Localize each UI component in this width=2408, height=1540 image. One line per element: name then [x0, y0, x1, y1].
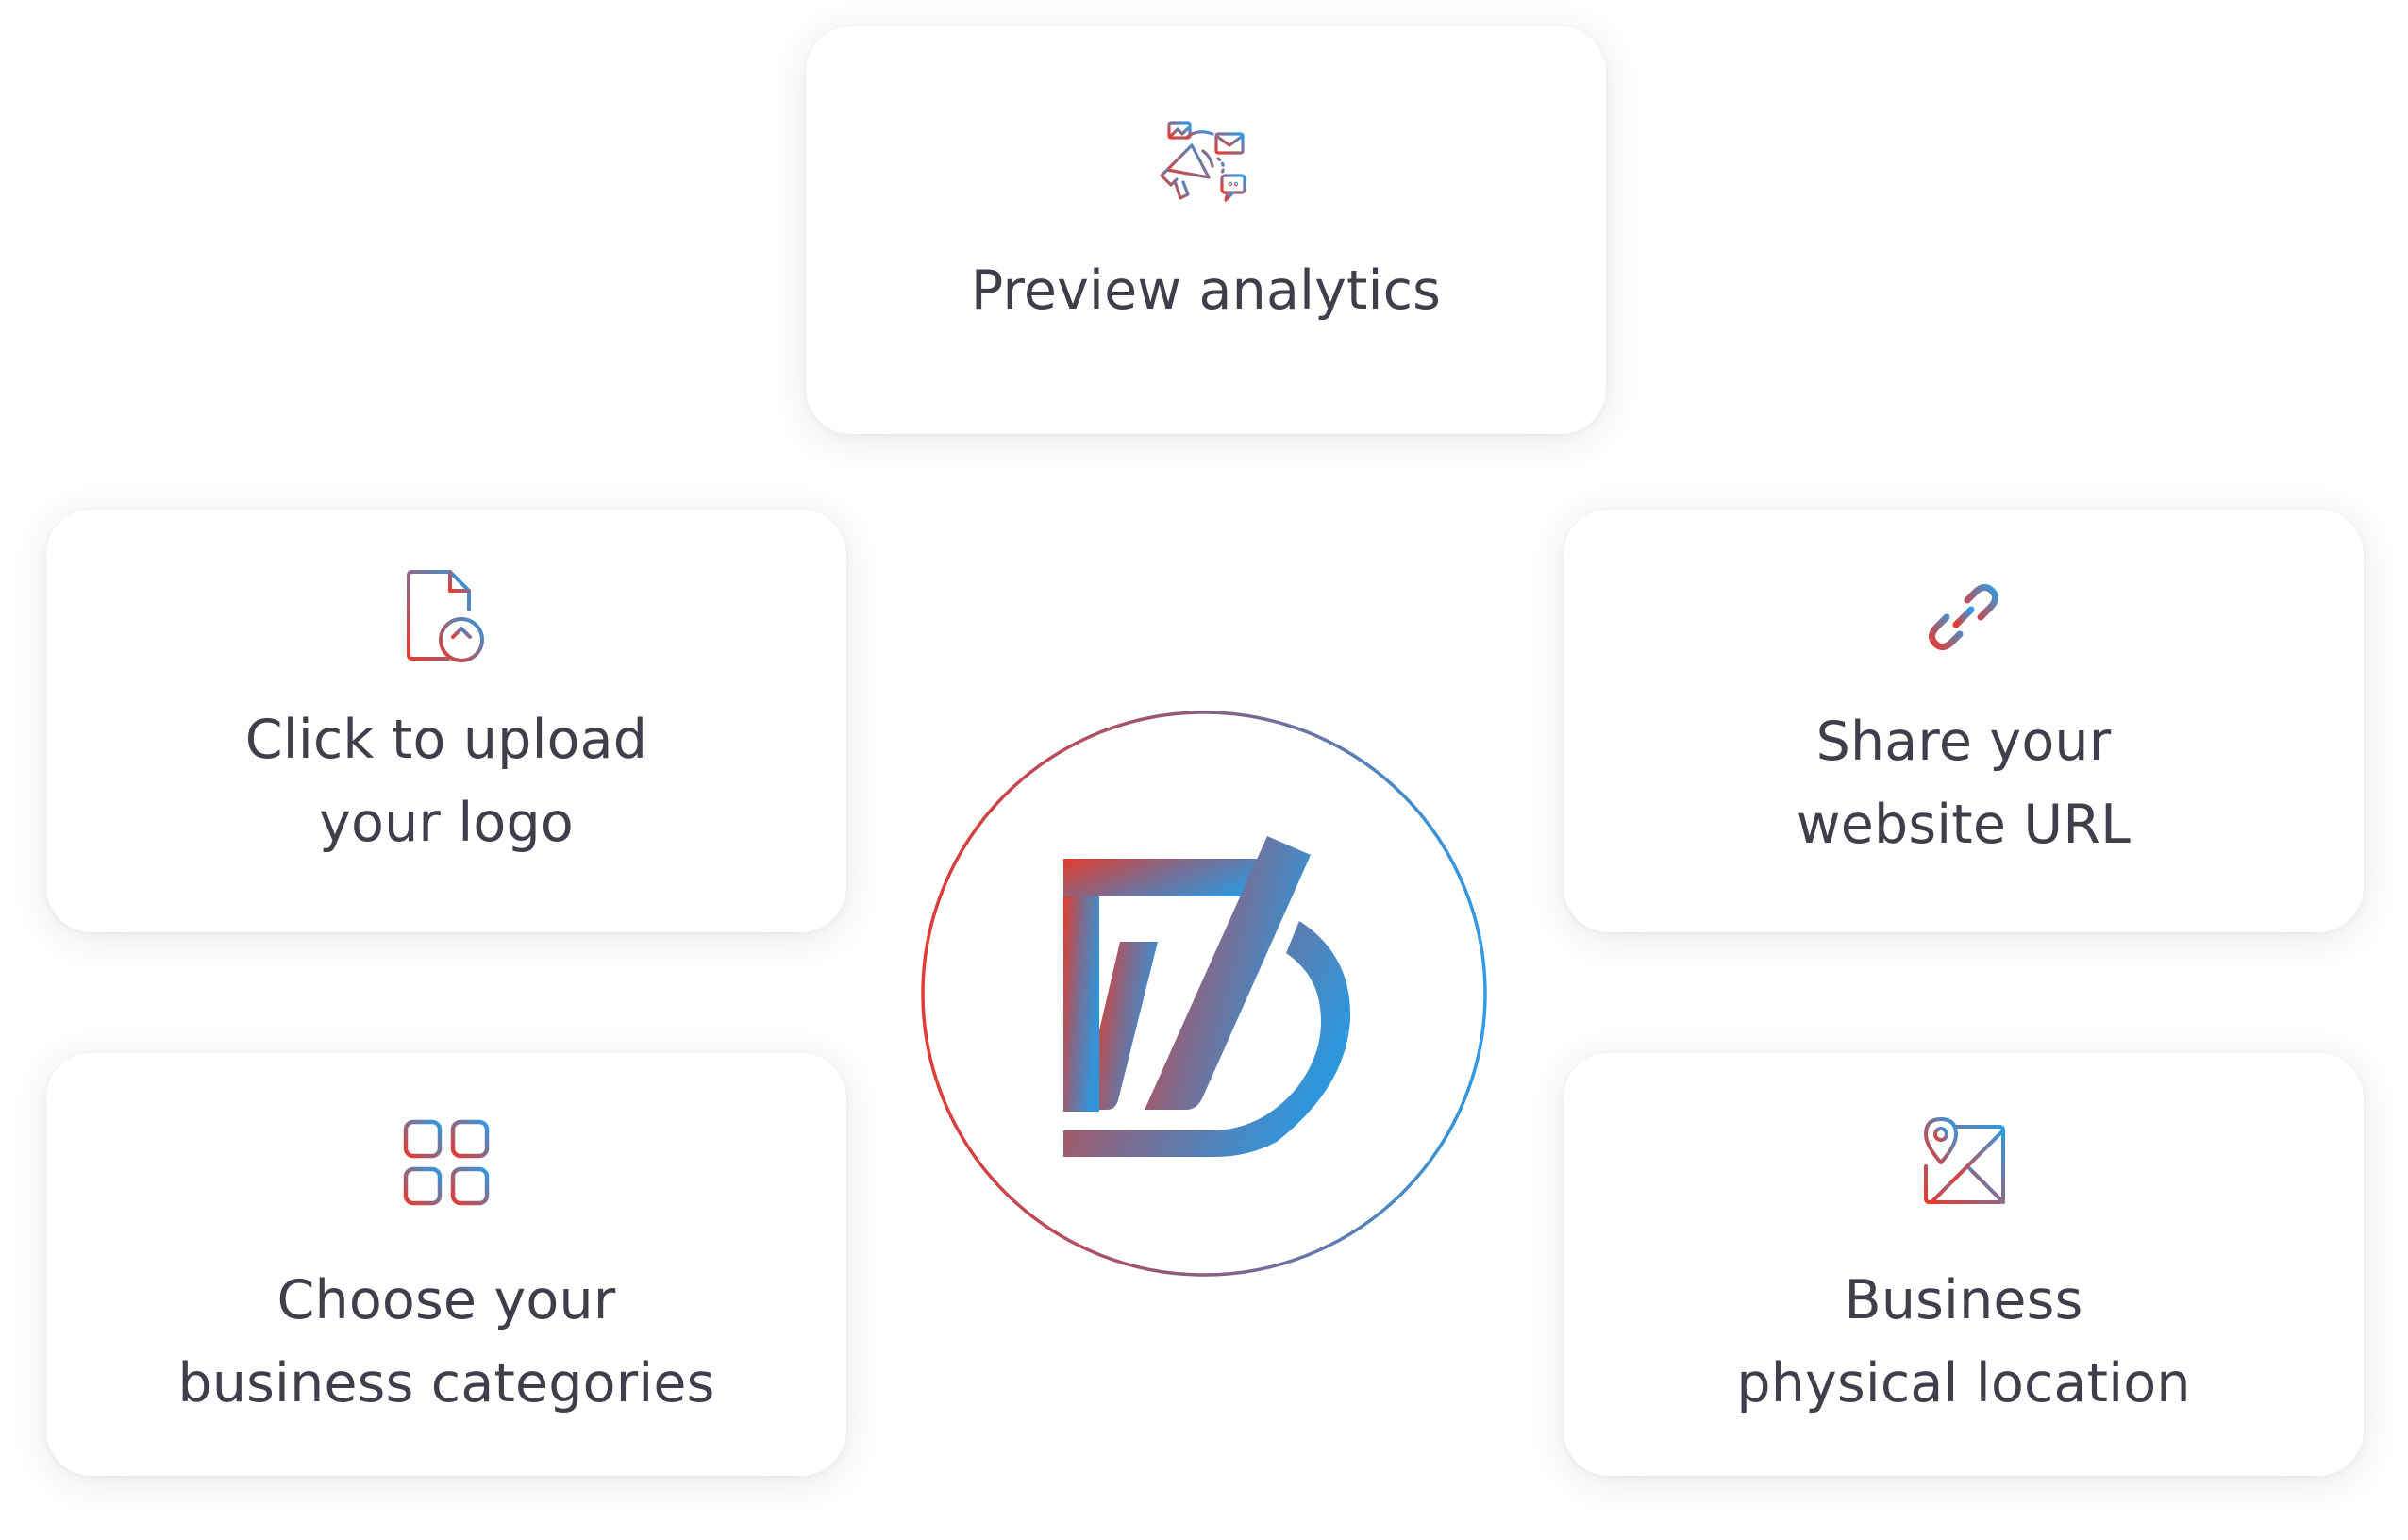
grid-categories-icon [403, 1119, 490, 1206]
brand-logo-icon [921, 711, 1487, 1277]
business-categories-label: Choose your business categories [177, 1269, 715, 1414]
share-website-url-label: Share your website URL [1796, 711, 2132, 856]
business-location-label: Business physical location [1736, 1269, 2191, 1414]
map-pin-location-icon [1924, 1117, 2005, 1204]
link-chain-icon [1929, 584, 1998, 650]
preview-analytics-card[interactable]: Preview analytics [806, 26, 1606, 434]
megaphone-marketing-icon [1160, 121, 1246, 202]
upload-logo-label: Click to upload your logo [244, 709, 648, 854]
business-location-card[interactable]: Business physical location [1564, 1053, 2364, 1476]
preview-analytics-label: Preview analytics [970, 259, 1442, 322]
business-categories-card[interactable]: Choose your business categories [46, 1053, 846, 1476]
upload-logo-card[interactable]: Click to upload your logo [46, 510, 846, 932]
share-website-url-card[interactable]: Share your website URL [1564, 510, 2364, 932]
file-upload-icon [407, 570, 484, 662]
